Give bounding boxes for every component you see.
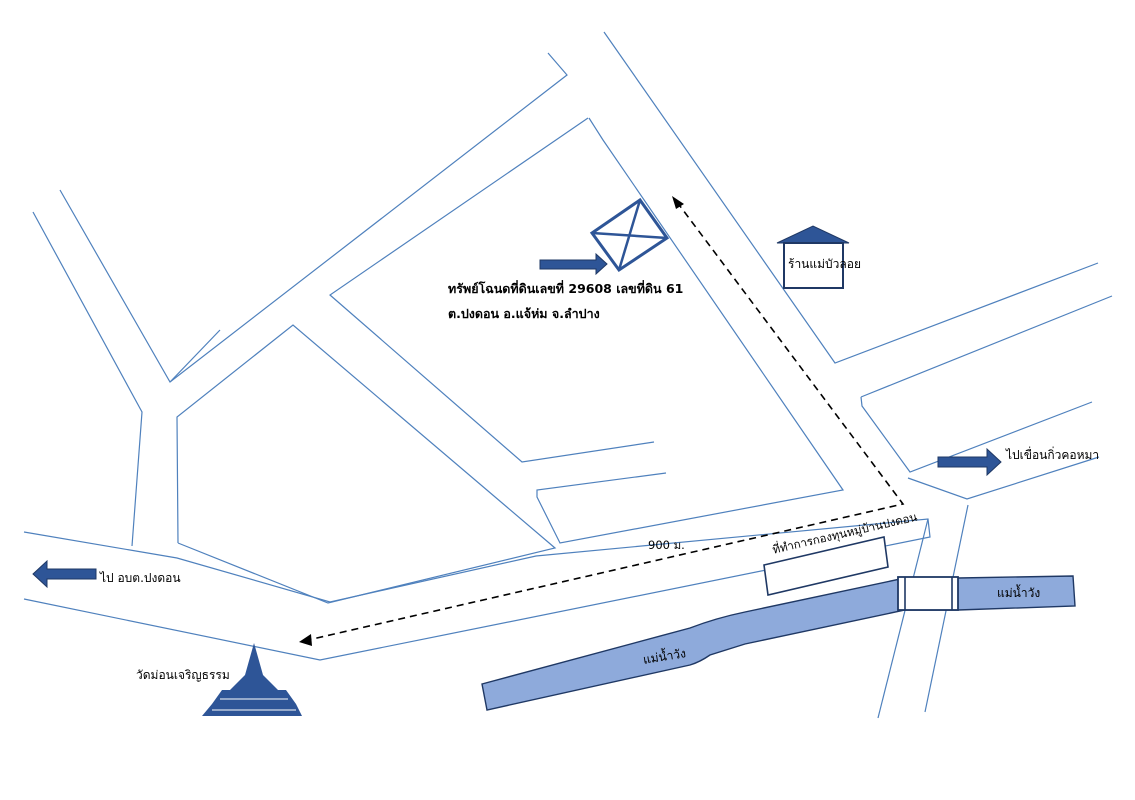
to-dam-label: ไปเขื่อนกิ่วคอหมา	[1006, 448, 1100, 462]
road	[860, 295, 1113, 398]
fund-office-box	[763, 536, 889, 596]
parcel-title-line2: ต.ปงดอน อ.แจ้ห่ม จ.ลำปาง	[448, 306, 600, 321]
road	[176, 324, 557, 604]
right-arrow-icon	[937, 447, 1002, 477]
river-label-east: แม่น้ำวัง	[997, 586, 1041, 600]
road	[59, 52, 568, 383]
temple-label: วัดม่อนเจริญธรรม	[136, 668, 230, 682]
distance-label: 900 ม.	[648, 538, 685, 552]
house-icon	[776, 225, 850, 289]
road	[536, 117, 845, 544]
river-wang	[481, 575, 1076, 711]
route-line	[307, 201, 905, 641]
boxed-x-icon	[589, 197, 670, 273]
road	[877, 518, 929, 719]
to-sao-label: ไป อบต.ปงดอน	[100, 571, 181, 585]
shop-label: ร้านแม่บัวลอย	[788, 257, 861, 271]
parcel-title-line1: ทรัพย์โฉนดที่ดินเลขที่ 29608 เลขที่ดิน 6…	[448, 281, 684, 296]
road-network	[23, 31, 1113, 719]
bridge	[897, 576, 959, 611]
road	[907, 456, 1100, 500]
route-arrowhead-top	[672, 196, 684, 209]
left-arrow-icon	[32, 559, 97, 589]
road	[603, 31, 1099, 364]
right-arrow-icon	[539, 252, 608, 276]
pagoda-icon	[202, 643, 302, 716]
route-arrowhead-left	[299, 634, 312, 646]
road	[23, 518, 931, 661]
road	[32, 211, 143, 547]
road	[169, 329, 221, 383]
road	[329, 117, 655, 463]
road	[860, 396, 1093, 473]
